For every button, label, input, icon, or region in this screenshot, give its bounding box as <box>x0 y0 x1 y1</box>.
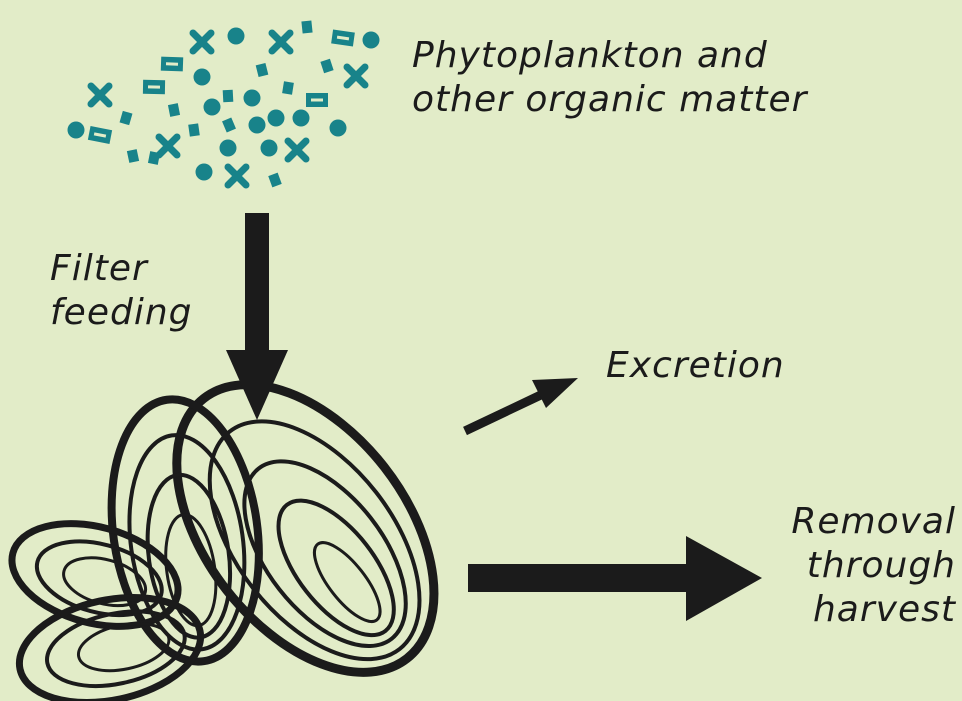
particle-cross <box>91 86 109 104</box>
particle-dot <box>249 117 266 134</box>
particle-square <box>301 21 312 34</box>
particle-dot <box>268 110 285 127</box>
removal-label-line-3: harvest <box>760 588 956 632</box>
particle-square <box>120 111 133 125</box>
particle-dot <box>196 164 213 181</box>
particle-dot <box>293 110 310 127</box>
filter-feeding-label: Filter feeding <box>50 247 193 335</box>
particle-rect <box>306 93 328 107</box>
particle-dot <box>194 69 211 86</box>
shell-large-right <box>125 337 486 701</box>
phytoplankton-label-line-2: other organic matter <box>412 78 807 122</box>
particle-cross <box>159 137 177 155</box>
particle-square <box>256 63 269 77</box>
particle-square <box>222 118 236 133</box>
particle-square <box>268 173 282 188</box>
filter-feeding-label-line-2: feeding <box>50 291 193 335</box>
particle-rect <box>331 30 355 47</box>
particle-dot <box>68 122 85 139</box>
particle-dot <box>228 28 245 45</box>
filter-feeding-label-line-1: Filter <box>50 247 193 291</box>
particle-dot <box>261 140 278 157</box>
particle-square <box>168 103 180 117</box>
particle-square <box>282 81 294 94</box>
particle-dot <box>330 120 347 137</box>
excretion-label-text: Excretion <box>606 344 785 388</box>
harvest-arrow <box>468 536 762 621</box>
particle-square <box>148 151 160 165</box>
removal-label-line-1: Removal <box>760 500 956 544</box>
excretion-label: Excretion <box>606 344 785 388</box>
particle-cross <box>228 167 246 185</box>
plankton-particles-icon <box>68 21 380 188</box>
removal-label-line-2: through <box>760 544 956 588</box>
particle-square <box>127 149 139 163</box>
particle-dot <box>244 90 261 107</box>
removal-label: Removal through harvest <box>760 500 956 632</box>
particle-rect <box>143 80 165 94</box>
particle-rect <box>88 126 112 144</box>
particle-cross <box>193 33 211 51</box>
particle-square <box>188 123 200 136</box>
particle-dot <box>204 99 221 116</box>
particle-square <box>320 59 333 74</box>
phytoplankton-label: Phytoplankton and other organic matter <box>412 34 807 122</box>
excretion-arrow <box>465 378 578 431</box>
particle-cross <box>272 33 290 51</box>
particle-dot <box>220 140 237 157</box>
particle-rect <box>161 57 183 72</box>
particle-cross <box>347 67 365 85</box>
phytoplankton-label-line-1: Phytoplankton and <box>412 34 807 78</box>
particle-cross <box>288 141 306 159</box>
particle-dot <box>363 32 380 49</box>
particle-square <box>223 90 234 103</box>
shell-left-upper <box>0 507 189 644</box>
mussel-shells-icon <box>0 337 485 701</box>
